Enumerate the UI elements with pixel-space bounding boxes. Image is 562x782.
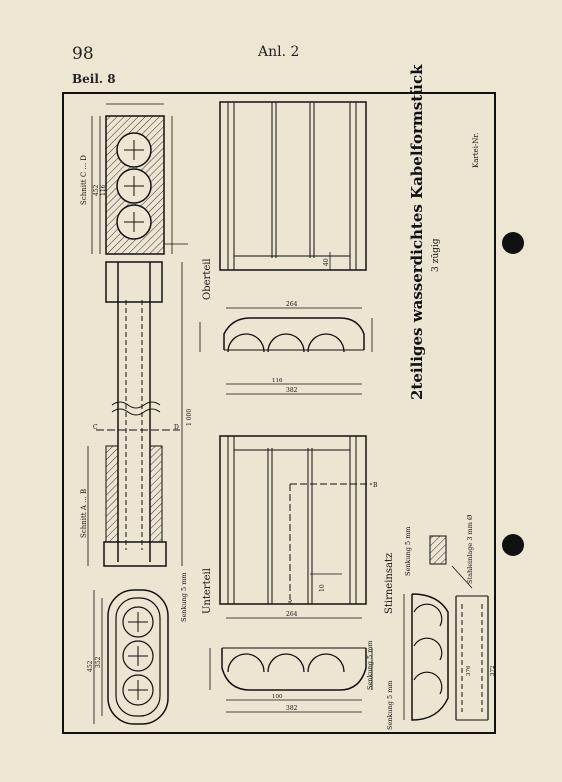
annex-label: Anl. 2 xyxy=(258,44,300,60)
dim-352: 352 xyxy=(95,656,102,668)
steel-insert-label: Stahleinlage 3 mm Ø xyxy=(466,515,474,584)
supplement-label: Beil. 8 xyxy=(72,72,116,86)
card-number-label: Kartei-Nr. xyxy=(472,133,480,168)
end-insert-drawing xyxy=(403,535,489,721)
dim-452: 452 xyxy=(93,184,100,196)
label-b: B xyxy=(373,482,378,489)
section-cd-label: Schnitt C ... D xyxy=(80,155,88,205)
page-number: 98 xyxy=(72,44,94,64)
section-ab-label: Schnitt A ... B xyxy=(80,489,88,538)
countersink-label-1: Senkung 5 mm xyxy=(180,572,188,622)
upper-part-elevation xyxy=(219,101,367,271)
label-c: C xyxy=(93,424,98,431)
label-d: D xyxy=(174,424,179,431)
lower-part-label: Unterteil xyxy=(202,568,213,614)
dim-376: 376 xyxy=(466,665,472,676)
dim-116: 116 xyxy=(100,184,107,196)
longitudinal-view xyxy=(87,261,183,567)
dim-382-lower: 382 xyxy=(286,705,298,712)
upper-part-label: Oberteil xyxy=(202,258,213,300)
countersink-label-3: Senkung 5 mm xyxy=(404,526,412,576)
label-a: A xyxy=(288,599,294,605)
dim-1000: 1 000 xyxy=(186,409,193,426)
lower-part-cross-section xyxy=(209,617,373,713)
dim-116-upper: 116 xyxy=(272,378,283,384)
section-cd-view xyxy=(91,103,188,255)
dim-100-lower: 100 xyxy=(272,694,283,700)
lower-part-elevation xyxy=(219,435,372,605)
dim-382-upper: 382 xyxy=(286,387,298,394)
dim-10: 10 xyxy=(319,584,326,592)
end-insert-label: Stirneinsatz xyxy=(384,553,395,614)
drawing-subtitle: 3 zügig xyxy=(431,238,441,272)
dim-452-lower: 452 xyxy=(87,660,94,672)
upper-part-cross-section xyxy=(199,307,373,395)
punch-hole-top xyxy=(502,232,524,254)
dim-372: 372 xyxy=(490,666,496,677)
countersink-label-2: Senkung 5 mm xyxy=(366,640,374,690)
lower-plan-view xyxy=(93,589,169,725)
dim-40: 40 xyxy=(323,258,330,266)
dim-264-lower: 264 xyxy=(286,611,298,618)
punch-hole-bottom xyxy=(502,534,524,556)
dim-264-upper: 264 xyxy=(286,301,298,308)
drawing-title: 2teiliges wasserdichtes Kabelformstück xyxy=(408,64,426,400)
countersink-label-4: Senkung 5 mm xyxy=(386,680,394,730)
